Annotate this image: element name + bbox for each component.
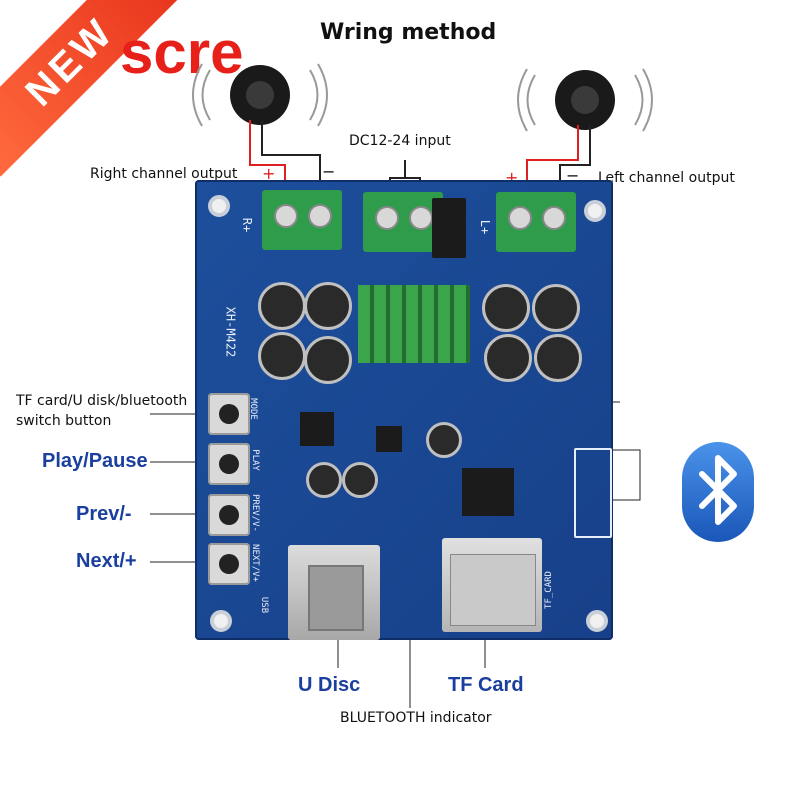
capacitor — [304, 282, 352, 330]
right-channel-label: Right channel output — [90, 166, 238, 182]
next-button[interactable] — [208, 543, 250, 585]
capacitor — [482, 284, 530, 332]
capacitor — [306, 462, 342, 498]
speaker-icon — [517, 68, 653, 132]
tf-switch-label-line2: switch button — [16, 413, 112, 429]
next-label: Next/+ — [76, 550, 137, 572]
play-pause-button[interactable] — [208, 443, 250, 485]
silk-mode: MODE — [247, 398, 258, 420]
right-minus-sign: − — [322, 162, 336, 181]
prev-label: Prev/- — [76, 503, 132, 525]
tf-switch-label-line1: TF card/U disk/bluetooth — [16, 393, 188, 409]
silk-usb: USB — [259, 596, 270, 614]
mode-button[interactable] — [208, 393, 250, 435]
small-chip — [376, 426, 402, 452]
amplifier-board — [195, 180, 613, 640]
silk-lplus: L+ — [478, 219, 493, 235]
heatsink — [358, 285, 470, 363]
silk-next: NEXT/V+ — [249, 544, 260, 582]
capacitor — [534, 334, 582, 382]
u-disc-label: U Disc — [298, 674, 361, 696]
right-output-terminal — [262, 190, 342, 250]
left-channel-label: Left channel output — [598, 170, 735, 186]
ic-chip — [462, 468, 514, 516]
mount-hole — [586, 610, 608, 632]
silk-play: PLAY — [249, 449, 260, 471]
silk-rplus: R+ — [240, 217, 255, 233]
diagram-title: Wring method — [320, 20, 497, 45]
diode-d1 — [432, 198, 466, 258]
silk-prev: PREV/V- — [249, 494, 260, 532]
usb-port[interactable] — [288, 545, 380, 640]
bt-indicator-label: BLUETOOTH indicator — [340, 710, 492, 726]
capacitor — [304, 336, 352, 384]
board-model: XH-M422 — [223, 306, 238, 358]
bluetooth-antenna — [574, 448, 612, 538]
dc-input-terminal — [363, 192, 443, 252]
capacitor — [258, 282, 306, 330]
bluetooth-icon — [682, 442, 754, 542]
mount-hole — [584, 200, 606, 222]
tf-card-slot[interactable] — [442, 538, 542, 632]
regulator-chip — [300, 412, 334, 446]
capacitor — [426, 422, 462, 458]
play-pause-label: Play/Pause — [42, 450, 148, 472]
left-output-terminal — [496, 192, 576, 252]
prev-button[interactable] — [208, 494, 250, 536]
capacitor — [342, 462, 378, 498]
mount-hole — [210, 610, 232, 632]
mount-hole — [208, 195, 230, 217]
overlay-text: scre — [120, 19, 244, 86]
capacitor — [484, 334, 532, 382]
capacitor — [258, 332, 306, 380]
silk-tfcard: TF_CARD — [543, 571, 554, 609]
right-plus-sign: + — [262, 164, 276, 183]
speaker-icon — [192, 63, 328, 127]
capacitor — [532, 284, 580, 332]
dc-input-label: DC12-24 input — [349, 133, 451, 149]
tf-card-label: TF Card — [448, 674, 524, 696]
